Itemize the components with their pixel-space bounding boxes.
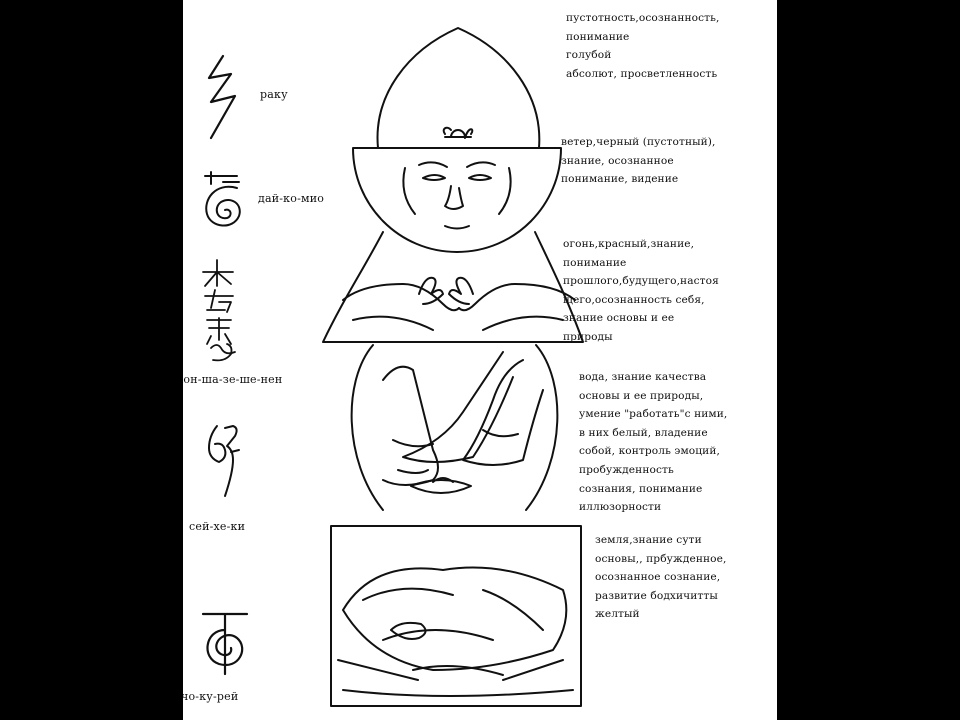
face-right-eye	[469, 175, 491, 180]
urna-mark	[444, 128, 473, 138]
face-right-cheek	[499, 168, 511, 214]
right-hand	[449, 278, 473, 304]
face-mouth	[445, 226, 469, 229]
legs-folds	[363, 589, 543, 675]
left-arm	[343, 284, 459, 310]
right-arm	[459, 284, 575, 310]
symbol-label-dai-ko-mio: дай-ко-мио	[258, 192, 325, 205]
sei-he-ki-symbol-icon	[201, 420, 245, 500]
space-element-shape	[378, 28, 540, 148]
meditating-buddha-elements-icon	[183, 0, 777, 720]
base-lower-folds	[338, 660, 573, 696]
face-right-brow	[467, 162, 495, 167]
symbol-label-raku: раку	[260, 88, 288, 101]
hands-dhyana	[411, 478, 471, 493]
note-fire-element: огонь,красный,знание, понимание прошлого…	[563, 238, 719, 343]
face-nose	[445, 186, 463, 209]
diagram-page: раку дай-ко-мио хон-ша-зе-ше-нен сей-хе-…	[183, 0, 777, 720]
robe-sash	[403, 352, 513, 462]
note-air-element: ветер,черный (пустотный), знание, осозна…	[561, 136, 716, 186]
robe-right	[463, 360, 543, 465]
torso-fold-1	[353, 317, 433, 330]
legs-outline	[343, 568, 566, 671]
note-earth-element: земля,знание сути основы,, прбужденное, …	[595, 534, 727, 621]
face-left-eye	[423, 175, 445, 180]
hon-sha-ze-sho-nen-symbol-icon	[197, 256, 247, 366]
robe-left	[383, 367, 438, 485]
symbol-label-hon-sha-ze-sho-nen: хон-ша-зе-ше-нен	[183, 373, 283, 386]
symbol-label-sei-he-ki: сей-хе-ки	[189, 520, 246, 533]
cho-ku-rei-symbol-icon	[197, 600, 253, 680]
raku-symbol-icon	[201, 52, 245, 142]
face-left-brow	[419, 162, 447, 167]
water-element-shape	[352, 345, 558, 510]
foot	[391, 623, 426, 639]
robe-folds	[393, 430, 518, 473]
note-space-element: пустотность,осознанность, понимание голу…	[566, 12, 720, 80]
torso-fold-2	[483, 317, 563, 330]
face-left-cheek	[403, 168, 415, 214]
note-water-element: вода, знание качества основы и ее природ…	[579, 371, 728, 514]
dai-ko-mio-symbol-icon	[199, 168, 249, 238]
symbol-label-cho-ku-rei: чо-ку-рей	[183, 690, 239, 703]
air-element-shape	[353, 148, 561, 252]
earth-element-shape	[331, 526, 581, 706]
left-hand	[419, 278, 443, 304]
fire-element-shape	[323, 232, 583, 342]
